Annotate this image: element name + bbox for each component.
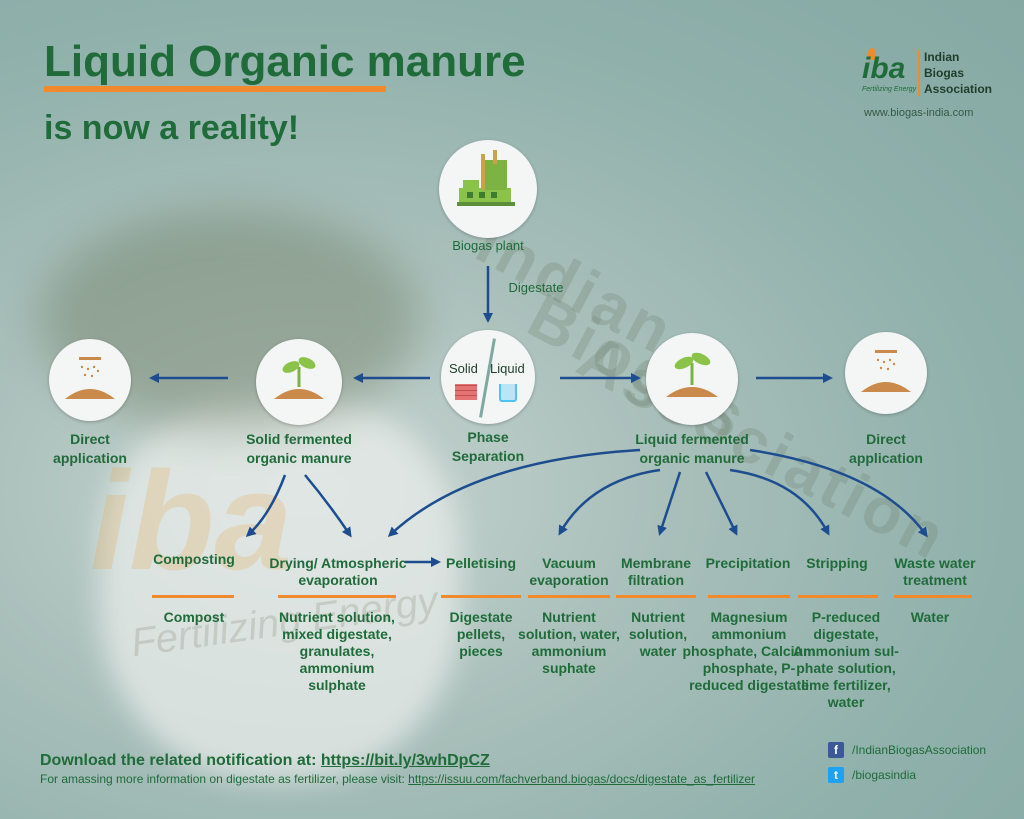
output-stripping: P-reduced digestate, Ammonium sul-phate … [793, 609, 899, 710]
arrow-solid-to-composting [245, 474, 287, 538]
output-drying: Nutrient solution, mixed digestate, gran… [279, 609, 395, 693]
arrow-liquid-to-wastewater [749, 448, 928, 538]
process-drying: Drying/ Atmospheric evaporation [269, 555, 407, 588]
twitter-link[interactable]: t /biogasindia [828, 767, 916, 783]
liquid-manure-label-1: Liquid fermented [635, 431, 749, 447]
output-composting: Compost [163, 609, 225, 625]
phase-separation-node: Solid Liquid [441, 330, 535, 424]
logo-org-line2: Biogas [924, 66, 965, 80]
liquid-manure-label-2: organic manure [639, 450, 745, 466]
process-membrane-filtration: Membrane filtration [620, 555, 692, 588]
download-text: Download the related notification at: [40, 752, 317, 769]
arrow-liquid-to-drying [387, 448, 641, 538]
brick-icon [455, 384, 477, 400]
direct-application-left-node [49, 339, 131, 421]
seedling-icon [666, 352, 718, 397]
process-precipitation: Precipitation [705, 555, 791, 571]
biogas-plant-node [439, 140, 537, 238]
phase-separation-label-1: Phase [467, 429, 509, 445]
output-waste-water-treatment: Water [910, 609, 950, 625]
seedling-icon [274, 357, 324, 399]
twitter-icon: t [828, 767, 844, 783]
process-composting: Composting [153, 551, 235, 567]
process-waste-water-treatment: Waste water treatment [894, 555, 976, 588]
liquid-manure-node [646, 333, 738, 425]
process-stripping: Stripping [806, 555, 868, 571]
process-vacuum-evaporation: Vacuum evaporation [529, 555, 609, 588]
solid-manure-label-2: organic manure [246, 450, 352, 466]
watermark-mark: iba [90, 442, 293, 599]
process-divider [894, 595, 972, 598]
title-underline [44, 86, 386, 92]
process-divider [278, 595, 396, 598]
solid-manure-node [256, 339, 342, 425]
facebook-icon: f [828, 742, 844, 758]
facebook-handle: /IndianBiogasAssociation [852, 743, 987, 757]
phase-separation-label-2: Separation [451, 448, 525, 464]
digestate-label: Digestate [508, 280, 564, 295]
logo-divider [918, 50, 920, 96]
logo-org-line3: Association [924, 82, 993, 96]
arrow-liquid-to-precipitation [704, 471, 738, 536]
info-notice: For amassing more information on digesta… [40, 772, 755, 786]
phase-divider [479, 338, 496, 418]
logo-org-line1: Indian [924, 50, 960, 64]
process-divider [152, 595, 234, 598]
water-glass-icon [499, 384, 517, 402]
output-vacuum-evaporation: Nutrient solution, water, ammonium supha… [518, 609, 620, 676]
process-pelletising: Pelletising [445, 555, 517, 571]
process-divider [708, 595, 790, 598]
website-link[interactable]: www.biogas-india.com [864, 107, 974, 119]
spreading-icon [861, 350, 911, 392]
direct-application-right-node [845, 332, 927, 414]
spreading-icon [65, 357, 115, 399]
page-title: Liquid Organic manure [44, 37, 526, 86]
process-divider [528, 595, 610, 598]
solid-manure-label-1: Solid fermented [246, 431, 352, 447]
download-notice: Download the related notification at: ht… [40, 752, 490, 770]
logo-tagline: Fertilizing Energy [862, 86, 917, 93]
factory-icon [457, 150, 515, 206]
phase-liquid-label: Liquid [490, 361, 525, 376]
background-pot [100, 400, 460, 780]
output-pelletising: Digestate pellets, pieces [449, 609, 513, 659]
info-link[interactable]: https://issuu.com/fachverband.biogas/doc… [408, 772, 756, 786]
info-text: For amassing more information on digesta… [40, 772, 405, 786]
process-divider [616, 595, 696, 598]
logo: iba Fertilizing Energy Indian Biogas Ass… [862, 48, 1002, 98]
process-divider [441, 595, 521, 598]
download-link[interactable]: https://bit.ly/3whDpCZ [320, 752, 490, 769]
arrow-solid-to-drying [304, 474, 352, 538]
arrow-liquid-to-stripping [729, 468, 830, 536]
direct-application-right-label-2: application [849, 450, 923, 466]
output-membrane-filtration: Nutrient solution, water [628, 609, 688, 659]
direct-application-left-label-2: application [53, 450, 127, 466]
facebook-link[interactable]: f /IndianBiogasAssociation [828, 742, 986, 758]
process-divider [798, 595, 878, 598]
output-precipitation: Magnesium ammonium phosphate, Calcium ph… [682, 609, 816, 693]
biogas-plant-label: Biogas plant [452, 238, 524, 253]
arrow-liquid-to-membrane [657, 471, 682, 536]
logo-mark: iba [862, 52, 906, 85]
direct-application-right-label-1: Direct [866, 431, 906, 447]
direct-application-left-label-1: Direct [70, 431, 110, 447]
arrow-liquid-to-vacuum [558, 468, 661, 536]
phase-solid-label: Solid [449, 361, 478, 376]
page-subtitle: is now a reality! [44, 109, 300, 147]
twitter-handle: /biogasindia [852, 768, 917, 782]
flame-icon [868, 48, 876, 60]
